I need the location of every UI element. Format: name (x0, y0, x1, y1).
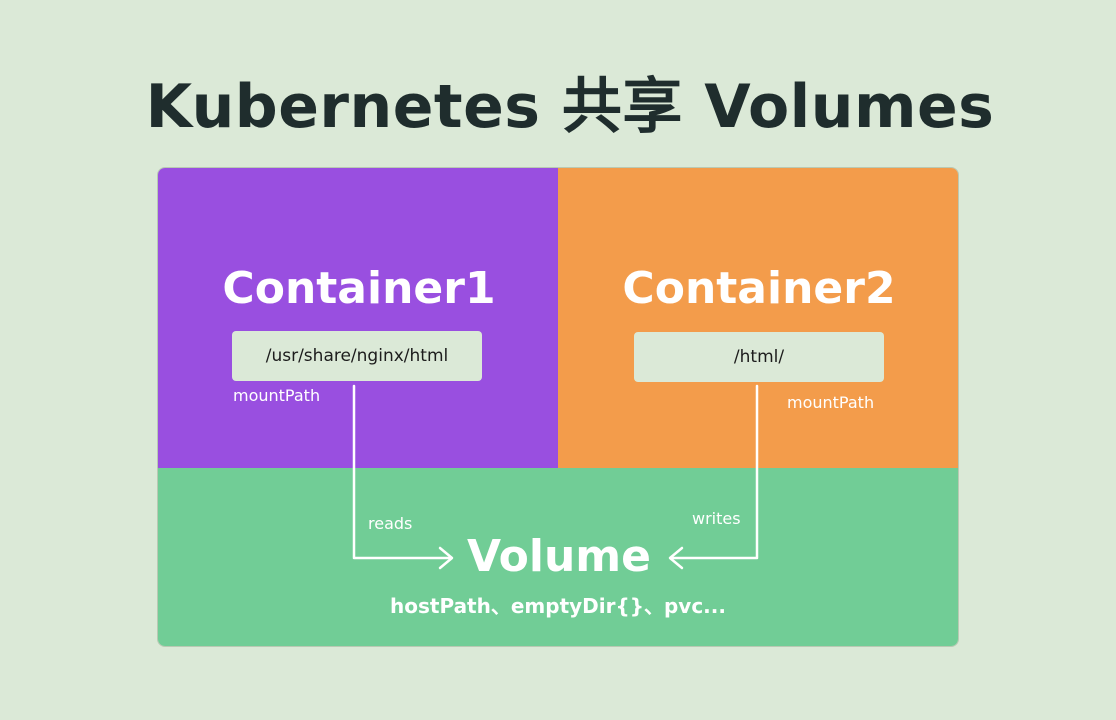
container1-title: Container1 (222, 263, 496, 314)
container1-panel (158, 168, 558, 468)
container1-mount-label: mountPath (233, 386, 321, 405)
reads-label: reads (368, 514, 413, 533)
container2-path-box: /html/ (634, 332, 884, 382)
volume-types: hostPath、emptyDir{}、pvc... (390, 594, 726, 618)
container2-mount-label: mountPath (787, 393, 875, 412)
container2-panel (558, 168, 958, 468)
container2-title: Container2 (622, 263, 896, 314)
volume-title: Volume (467, 531, 651, 582)
writes-label: writes (692, 509, 741, 528)
container1-path-box: /usr/share/nginx/html (232, 331, 482, 381)
volume-panel (158, 468, 958, 646)
page-title: Kubernetes 共享 Volumes (145, 72, 995, 142)
diagram: Container1 /usr/share/nginx/html mountPa… (157, 167, 959, 647)
